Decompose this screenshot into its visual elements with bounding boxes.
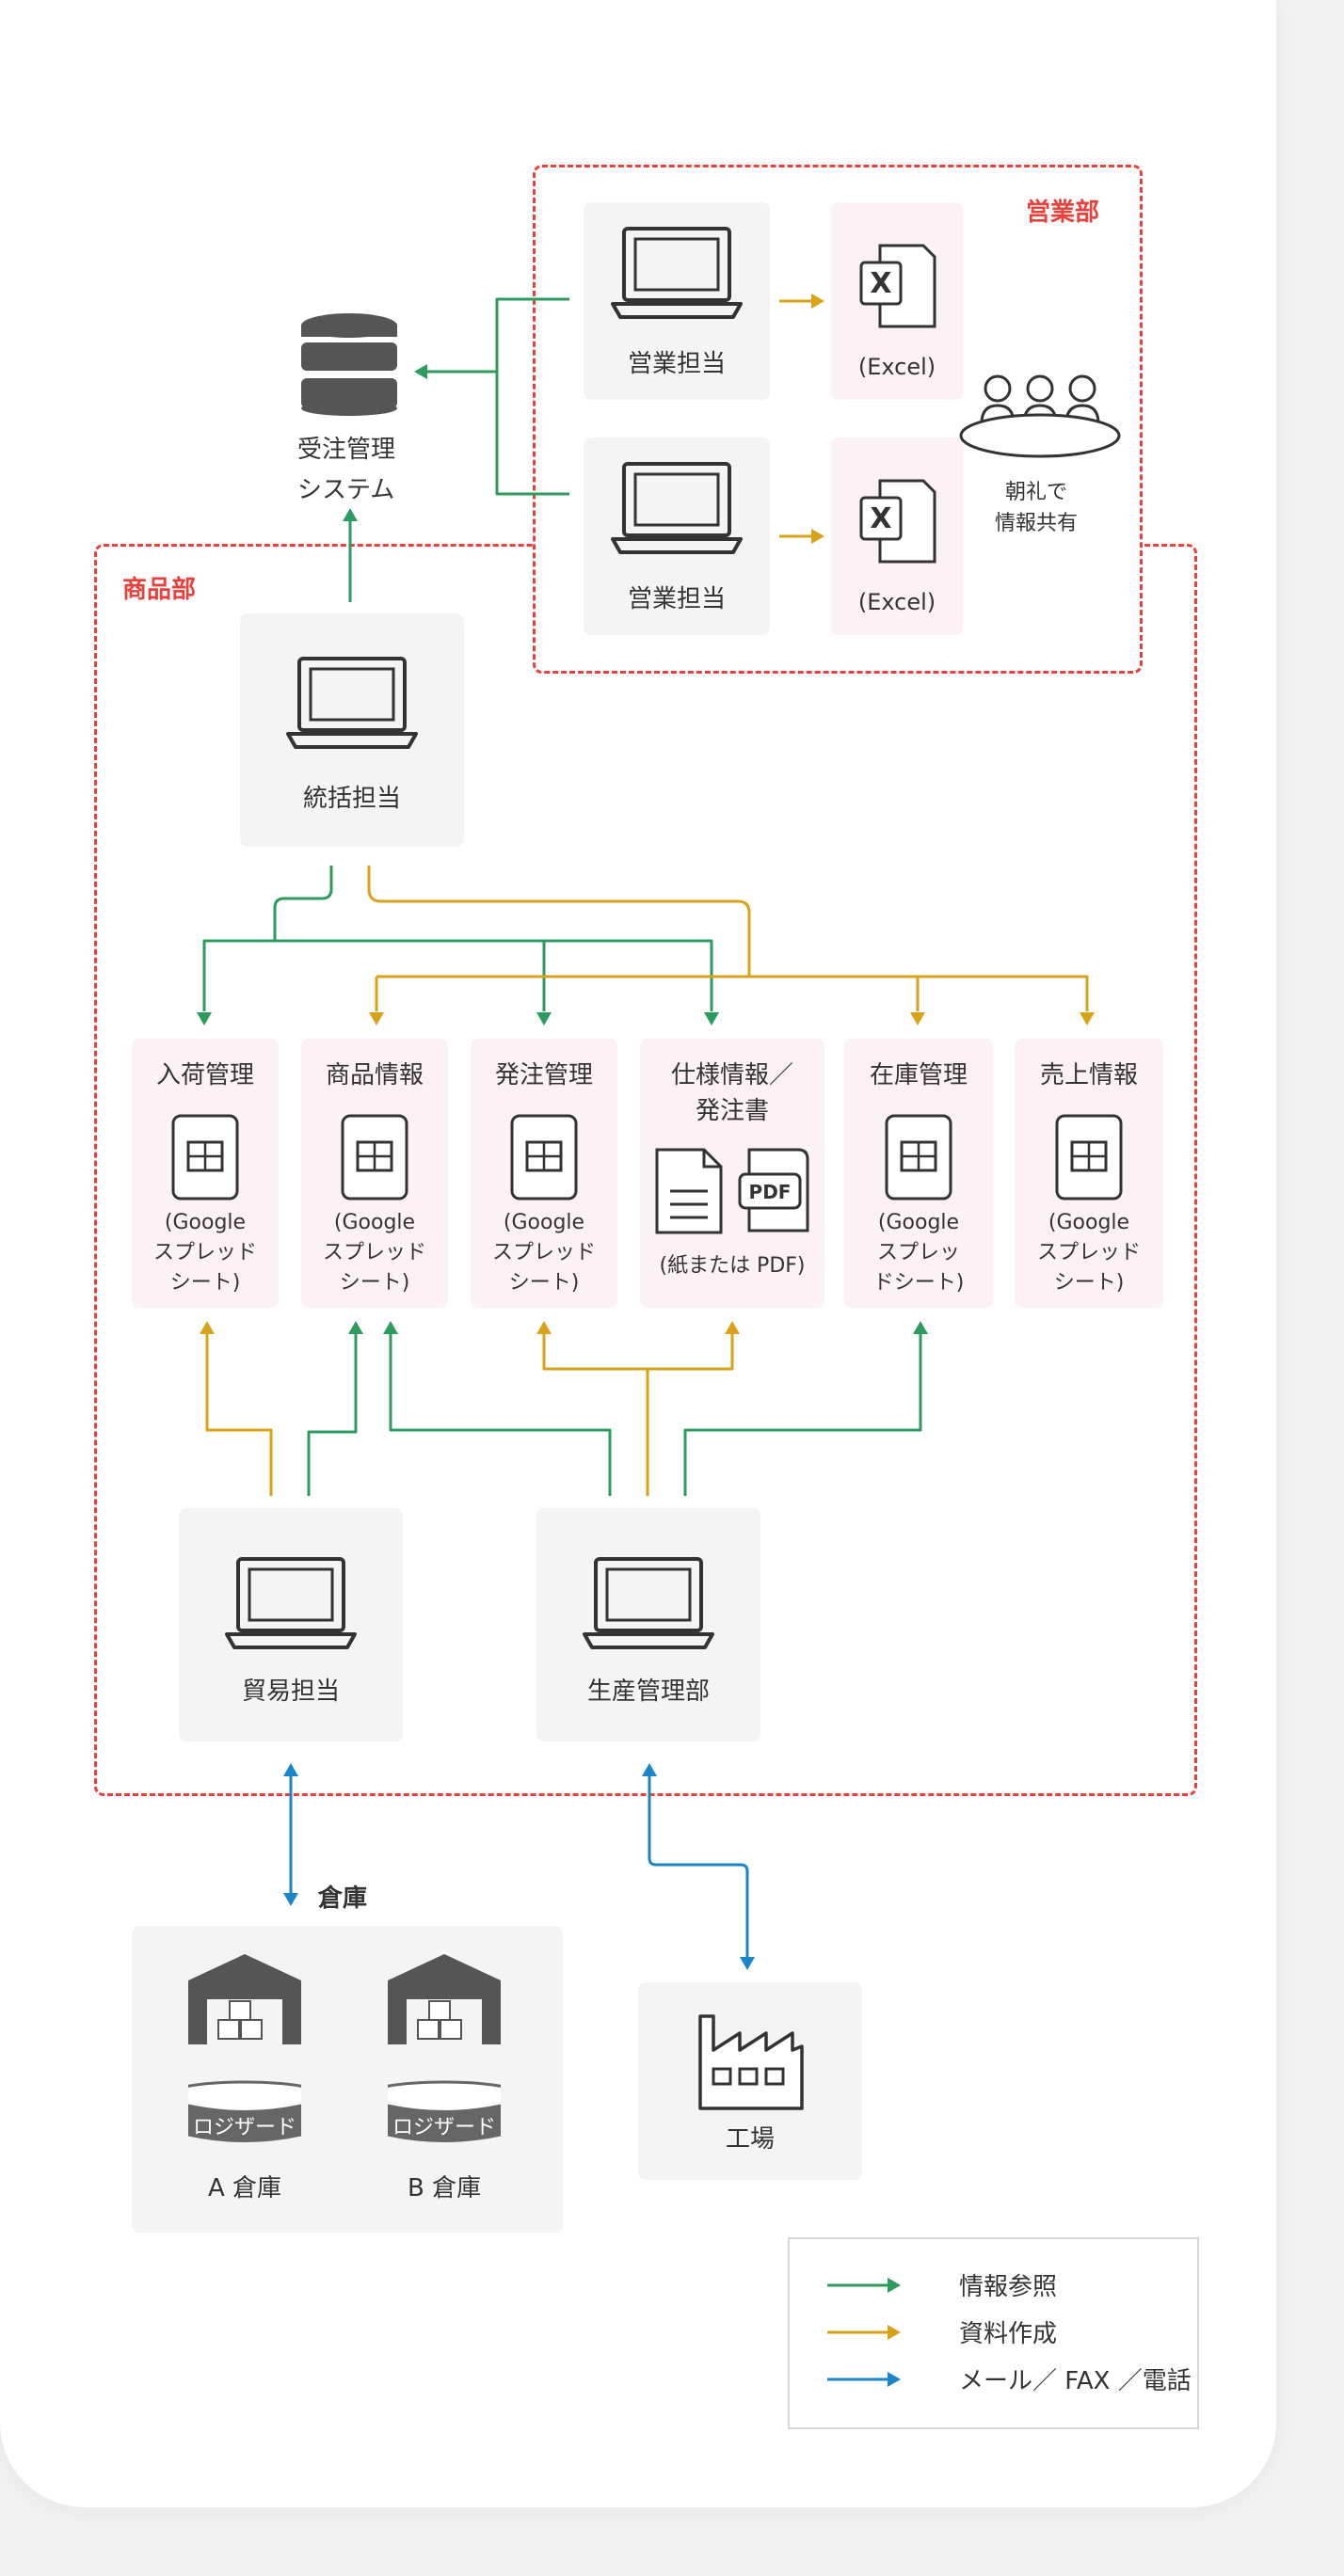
document-caption: シート) (1053, 1271, 1125, 1295)
meeting-label-1: 朝礼で (1005, 481, 1068, 504)
production-label: 生産管理部 (586, 1678, 710, 1706)
document-box-1: 商品情報 (Google スプレッドシート) (301, 1039, 448, 1308)
legend: 情報参照 資料作成 メール／ FAX ／電話 (788, 2237, 1199, 2429)
trade-box: 貿易担当 (179, 1508, 403, 1741)
trade-label: 貿易担当 (241, 1678, 340, 1706)
document-title: 仕様情報／ (670, 1061, 793, 1089)
laptop-icon (583, 1557, 714, 1649)
spreadsheet-icon (341, 1114, 408, 1201)
svg-text:X: X (870, 267, 891, 300)
warehouse-box: ロジザード ロジザード A 倉庫 B 倉庫 (132, 1926, 563, 2233)
document-title: 売上情報 (1039, 1061, 1138, 1089)
excel-icon: X (859, 244, 936, 328)
excel-1-label: (Excel) (857, 354, 936, 380)
document-caption: (Google (877, 1211, 960, 1234)
excel-2-label: (Excel) (857, 589, 936, 615)
warehouse-heading: 倉庫 (318, 1884, 368, 1913)
pdf-icon: PDF (738, 1148, 809, 1232)
document-caption: スプレッ (876, 1241, 960, 1264)
logizard-a-label: ロジザード (193, 2116, 297, 2139)
document-caption: (Google (164, 1211, 247, 1234)
laptop-icon (225, 1557, 357, 1649)
document-caption: スプレッド (322, 1241, 426, 1264)
legend-label: メール／ FAX ／電話 (959, 2367, 1192, 2395)
document-caption: (紙または PDF) (659, 1254, 806, 1278)
database-icon (299, 312, 399, 416)
document-title: 発注管理 (494, 1061, 593, 1089)
sales-rep-1-label: 営業担当 (627, 350, 726, 378)
document-caption: スプレッド (152, 1241, 257, 1264)
document-caption: (Google (1048, 1211, 1130, 1234)
document-caption: ドシート) (872, 1271, 965, 1295)
svg-text:X: X (870, 502, 891, 535)
document-box-2: 発注管理 (Google スプレッドシート) (471, 1039, 617, 1308)
warehouse-a-icon (188, 1954, 301, 2142)
green-arrow-icon (827, 2278, 901, 2293)
sales-rep-1-box: 営業担当 (584, 202, 770, 400)
sales-dept-label: 営業部 (1026, 199, 1100, 227)
document-box-5: 売上情報 (Google スプレッドシート) (1015, 1039, 1163, 1308)
warehouse-a-label: A 倉庫 (208, 2174, 282, 2202)
factory-box: 工場 (638, 1982, 862, 2180)
supervisor-label: 統括担当 (302, 785, 401, 813)
gold-arrow-icon (827, 2325, 901, 2340)
warehouse-b-icon (388, 1954, 501, 2142)
svg-text:PDF: PDF (749, 1181, 792, 1203)
sales-rep-2-label: 営業担当 (627, 585, 726, 613)
document-icon (655, 1148, 723, 1234)
document-box-3: 仕様情報／ 発注書 PDF (紙または PDF) (640, 1039, 824, 1308)
spreadsheet-icon (171, 1114, 239, 1201)
factory-icon (698, 2014, 804, 2110)
spreadsheet-icon (1055, 1114, 1123, 1201)
order-system-label-1: 受注管理 (297, 436, 396, 464)
laptop-icon (286, 657, 418, 749)
factory-label: 工場 (725, 2125, 775, 2154)
logizard-b-label: ロジザード (392, 2116, 497, 2139)
document-caption: スプレッド (491, 1241, 596, 1264)
spreadsheet-icon (510, 1114, 578, 1201)
excel-2-box: X (Excel) (831, 437, 963, 635)
order-system-label-2: システム (297, 476, 395, 504)
spreadsheet-icon (885, 1114, 952, 1201)
document-caption: (Google (503, 1211, 585, 1234)
document-title: 在庫管理 (869, 1061, 968, 1089)
document-box-4: 在庫管理 (Google スプレッドシート) (844, 1039, 993, 1308)
laptop-icon (611, 462, 743, 554)
product-dept-label: 商品部 (122, 576, 197, 604)
document-title: 入荷管理 (155, 1061, 254, 1089)
warehouse-b-label: B 倉庫 (408, 2174, 482, 2202)
document-caption: シート) (508, 1271, 580, 1295)
document-caption: シート) (339, 1271, 410, 1295)
blue-arrow-icon (827, 2372, 901, 2387)
legend-label: 資料作成 (959, 2320, 1058, 2348)
document-caption: (Google (333, 1211, 416, 1234)
excel-1-box: X (Excel) (831, 202, 963, 400)
meeting-icon (959, 374, 1121, 458)
excel-icon: X (859, 479, 936, 564)
document-caption: シート) (169, 1271, 241, 1295)
document-box-0: 入荷管理 (Google スプレッドシート) (132, 1039, 279, 1308)
document-caption: スプレッド (1036, 1241, 1141, 1264)
supervisor-box: 統括担当 (240, 613, 464, 847)
legend-label: 情報参照 (959, 2273, 1058, 2301)
sales-rep-2-box: 営業担当 (584, 437, 770, 635)
meeting-label-2: 情報共有 (995, 512, 1079, 535)
document-title: 発注書 (695, 1097, 769, 1125)
document-title: 商品情報 (325, 1061, 424, 1089)
laptop-icon (611, 227, 743, 319)
production-box: 生産管理部 (536, 1508, 760, 1741)
